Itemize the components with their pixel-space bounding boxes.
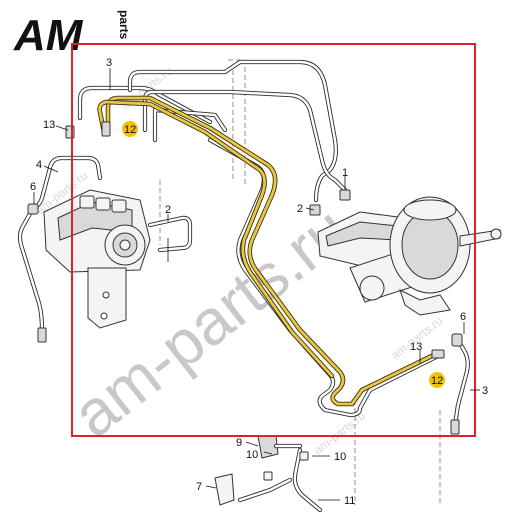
callout-11: 11 — [344, 495, 355, 507]
fitting-left-wheel-end — [37, 327, 47, 343]
logo-suffix-text: parts — [117, 10, 131, 40]
fitting-12-left — [101, 121, 111, 137]
fitting-2-right — [309, 204, 321, 216]
fitting-1 — [339, 189, 351, 201]
callout-9: 9 — [236, 437, 242, 449]
callout-3-top: 3 — [106, 57, 112, 69]
master-cylinder-booster — [317, 196, 502, 316]
fitting-right-wheel-end — [450, 419, 460, 435]
fitting-12-right — [431, 349, 445, 359]
brake-pipes — [17, 59, 470, 428]
callout-12-top-badge[interactable]: 12 — [122, 121, 138, 137]
callout-10-a: 10 — [246, 449, 258, 461]
callouts: 3 13 12 4 6 2 1 2 6 13 12 3 9 10 10 7 11 — [30, 57, 488, 507]
callout-10-b: 10 — [334, 451, 346, 463]
callout-6-left: 6 — [30, 181, 36, 193]
callout-12-top: 12 — [124, 124, 136, 136]
fitting-6-left — [27, 203, 39, 215]
callout-7: 7 — [196, 481, 202, 493]
bottom-components — [214, 435, 323, 512]
callout-6-right: 6 — [460, 311, 466, 323]
fitting-6-right — [451, 333, 463, 347]
callout-4: 4 — [36, 159, 42, 171]
callout-1: 1 — [342, 167, 348, 179]
logo-brand-text: AM — [13, 11, 84, 60]
callout-2-right: 2 — [297, 203, 303, 215]
pipe-fittings — [27, 121, 463, 435]
callout-2-mid: 2 — [165, 204, 171, 216]
callout-12-right: 12 — [431, 375, 443, 387]
am-parts-logo[interactable]: AM parts — [13, 10, 131, 60]
bracket-7 — [214, 473, 235, 506]
callout-12-right-badge[interactable]: 12 — [429, 372, 445, 388]
highlighted-pipe-12[interactable] — [97, 95, 443, 407]
callout-13-right: 13 — [410, 341, 422, 353]
highlight-frame — [71, 43, 476, 437]
abs-unit — [43, 189, 151, 329]
leader-lines — [33, 68, 480, 501]
callout-13-left: 13 — [43, 119, 55, 131]
callout-3-right: 3 — [482, 385, 488, 397]
